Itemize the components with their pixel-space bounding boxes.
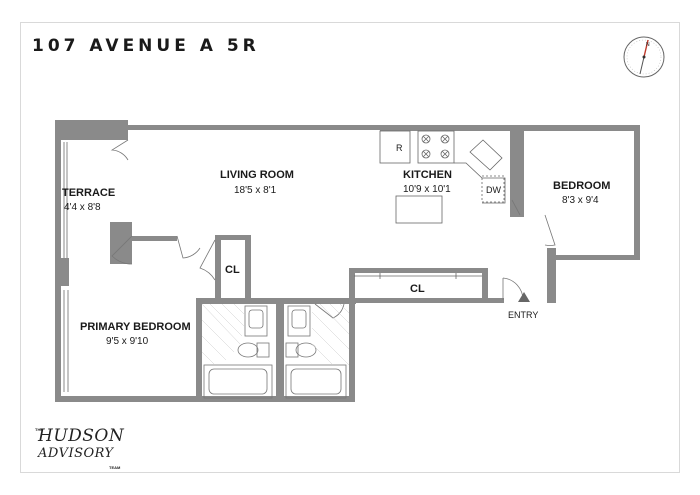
kitchen-dims: 10'9 x 10'1	[403, 184, 451, 195]
listing-title: 107 AVENUE A 5R	[32, 36, 260, 56]
logo-advisory: ADVISORY	[38, 446, 114, 461]
bathroom-tile	[201, 303, 350, 366]
terrace-label: TERRACE	[62, 187, 115, 199]
logo-hudson: HUDSON	[38, 426, 125, 446]
closet-label-left: CL	[225, 264, 240, 276]
logo-team: TEAM	[109, 465, 121, 470]
kitchen-fixtures	[379, 130, 506, 224]
compass-north-label: N	[646, 42, 650, 48]
bathroom-fixtures	[203, 305, 347, 399]
kitchen-label: KITCHEN	[403, 169, 452, 181]
primary-bedroom-label: PRIMARY BEDROOM	[80, 321, 191, 333]
entry-label: ENTRY	[508, 310, 538, 320]
page-border	[20, 22, 680, 473]
refrigerator-label: R	[396, 143, 403, 153]
compass-icon: N	[623, 36, 665, 78]
dishwasher-label: DW	[486, 185, 501, 195]
exterior-walls	[55, 120, 640, 402]
terrace-railing	[63, 142, 69, 392]
bedroom-label: BEDROOM	[553, 180, 610, 192]
living-room-dims: 18'5 x 8'1	[234, 185, 277, 196]
door-swings	[110, 139, 556, 319]
hudson-advisory-logo: THE HUDSON ADVISORY TEAM	[32, 422, 142, 472]
living-room-label: LIVING ROOM	[220, 169, 294, 181]
closet-rods	[354, 273, 482, 279]
primary-bedroom-dims: 9'5 x 9'10	[106, 336, 149, 347]
logo-the: THE	[35, 427, 43, 432]
bedroom-dims: 8'3 x 9'4	[562, 195, 599, 206]
entry-arrow-icon	[518, 292, 530, 302]
closet-label-hall: CL	[410, 283, 425, 295]
terrace-dims: 4'4 x 8'8	[64, 202, 101, 213]
